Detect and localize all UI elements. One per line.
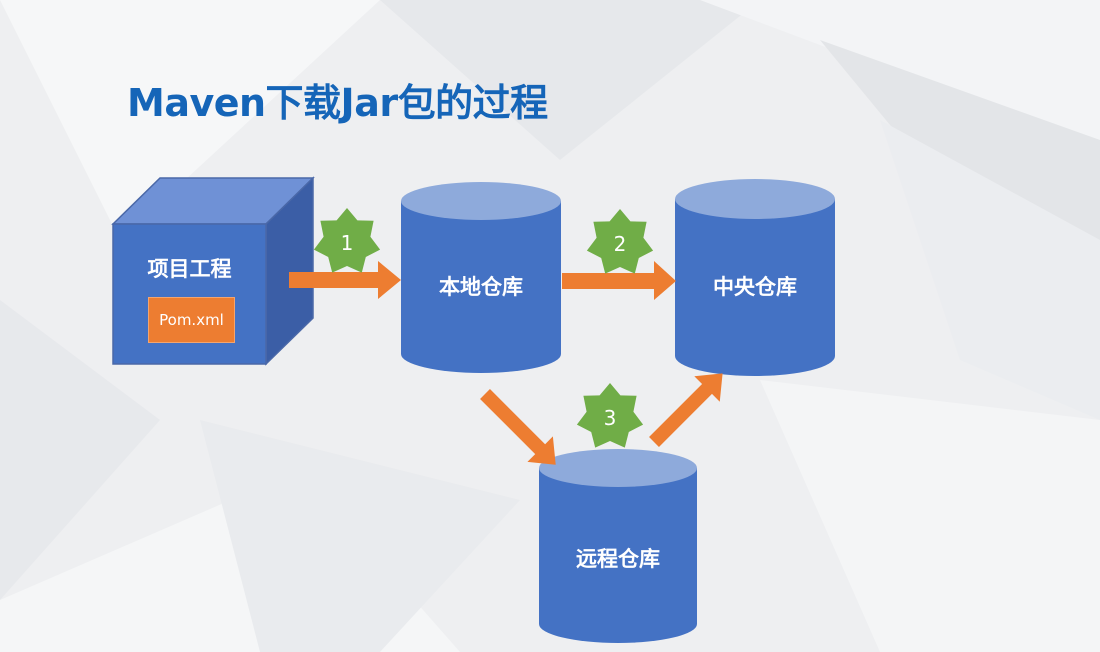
pom-file-box: Pom.xml bbox=[148, 297, 235, 343]
step-badge-3 bbox=[576, 383, 644, 448]
pom-file-label: Pom.xml bbox=[159, 311, 224, 329]
remote-repo-cylinder bbox=[539, 449, 697, 643]
step-number-1: 1 bbox=[340, 231, 354, 255]
project-label: 项目工程 bbox=[147, 257, 232, 281]
central-repo-cylinder bbox=[675, 179, 835, 376]
arrow-step-1 bbox=[289, 261, 401, 299]
page-title: Maven下载Jar包的过程 bbox=[127, 81, 548, 125]
local-repo-label: 本地仓库 bbox=[439, 275, 523, 299]
step-badge-1 bbox=[313, 208, 381, 273]
arrow-step-3-up bbox=[649, 373, 723, 447]
step-badge-2 bbox=[586, 209, 654, 274]
step-number-2: 2 bbox=[613, 232, 627, 256]
arrow-step-2 bbox=[562, 261, 676, 300]
local-repo-cylinder bbox=[401, 182, 561, 373]
arrow-step-3-down bbox=[480, 389, 556, 465]
step-number-3: 3 bbox=[603, 406, 617, 430]
remote-repo-label: 远程仓库 bbox=[576, 547, 660, 571]
project-cube bbox=[111, 176, 315, 366]
central-repo-label: 中央仓库 bbox=[713, 275, 797, 299]
